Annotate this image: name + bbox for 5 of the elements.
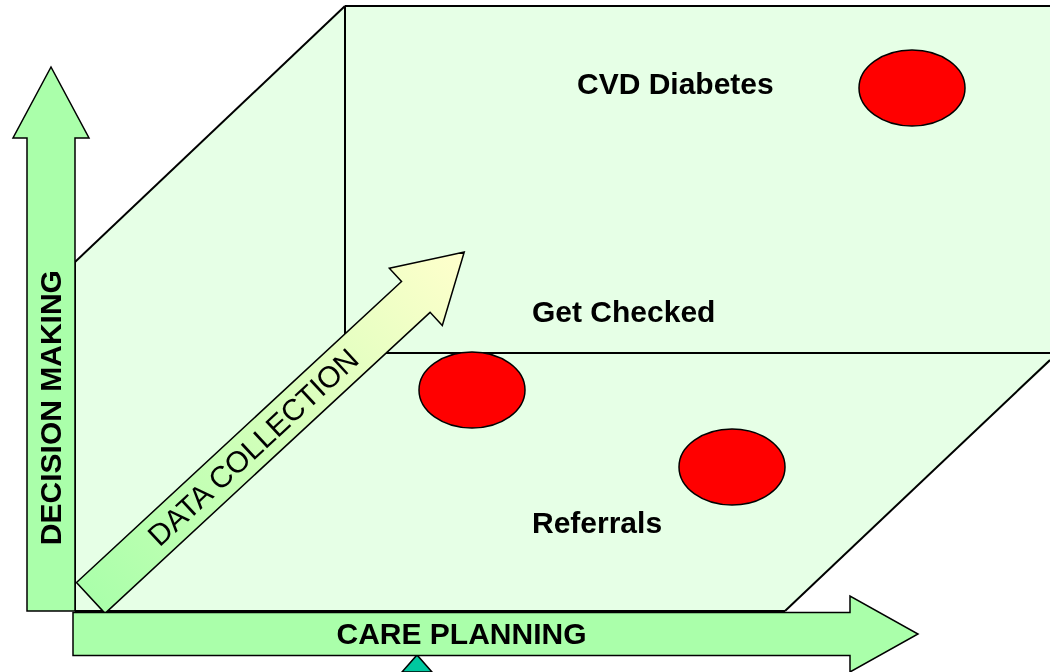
point-label: Get Checked [532, 297, 716, 327]
point-label: CVD Diabetes [577, 69, 774, 99]
axis-label: CARE PLANNING [336, 619, 587, 649]
axis-label: DECISION MAKING [36, 270, 66, 546]
point-label: Referrals [532, 508, 663, 538]
